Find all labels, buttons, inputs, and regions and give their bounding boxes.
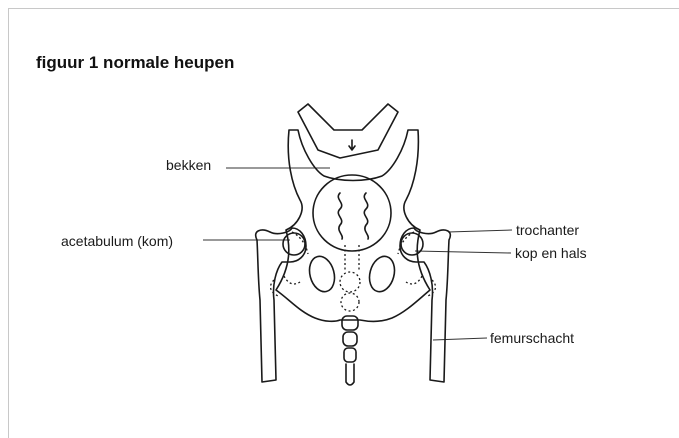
left-femur-outline xyxy=(256,228,306,382)
sacrum-mark xyxy=(349,140,355,150)
obturator-right xyxy=(366,254,398,295)
right-femoral-head xyxy=(401,233,423,255)
sacrum-wings xyxy=(298,104,398,158)
leader-femurschacht xyxy=(433,338,487,340)
sacrum-inner-right xyxy=(364,193,368,239)
leader-trochanter xyxy=(448,230,512,232)
sacrum-inner-left xyxy=(338,193,342,239)
leader-kop-en-hals xyxy=(415,251,511,253)
tail-vertebrae xyxy=(340,272,360,385)
left-femoral-head xyxy=(283,233,305,255)
sacrum-dotted xyxy=(345,245,359,270)
pelvis-outline xyxy=(276,130,430,321)
leader-lines xyxy=(203,168,512,340)
pelvic-inlet xyxy=(313,175,391,251)
obturator-left xyxy=(306,254,338,295)
